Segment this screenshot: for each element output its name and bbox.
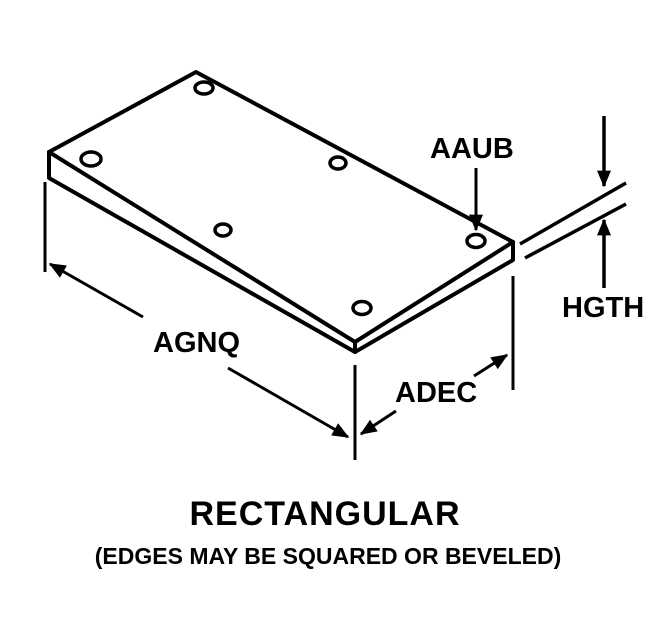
length-arrow-right bbox=[227, 366, 350, 439]
hole-icon bbox=[193, 80, 215, 96]
diagram-subtitle: (EDGES MAY BE SQUARED OR BEVELED) bbox=[95, 543, 561, 569]
mounting-holes bbox=[79, 80, 487, 317]
hole-icon bbox=[79, 150, 103, 168]
width-label: ADEC bbox=[395, 377, 477, 409]
height-dimension bbox=[519, 116, 627, 288]
hole-icon bbox=[465, 232, 487, 250]
width-dimension bbox=[359, 276, 515, 436]
length-dimension bbox=[43, 182, 357, 460]
width-arrow-right bbox=[473, 353, 509, 378]
width-arrow-left bbox=[359, 409, 397, 436]
length-arrow-left bbox=[48, 262, 144, 319]
hole-icon bbox=[213, 222, 233, 238]
hole-icon bbox=[328, 155, 348, 171]
thickness-edge-bottom bbox=[524, 202, 627, 260]
diagram-title: RECTANGULAR bbox=[189, 495, 460, 533]
plate-body bbox=[47, 70, 515, 354]
thickness-edge-top bbox=[519, 181, 627, 246]
hole-icon bbox=[351, 299, 373, 317]
height-label: HGTH bbox=[562, 292, 644, 324]
length-label: AGNQ bbox=[153, 327, 240, 359]
hole-label: AAUB bbox=[430, 133, 514, 165]
